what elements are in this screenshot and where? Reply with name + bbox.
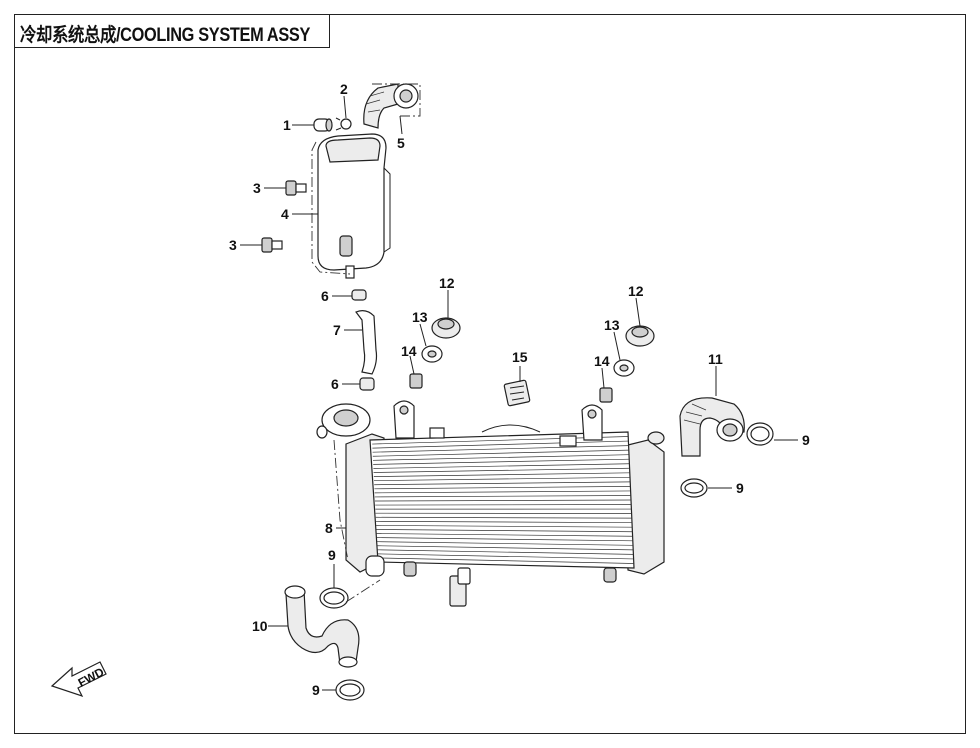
radiator [316,400,665,607]
callout-4: 4 [281,206,289,222]
radiator-fin [372,449,629,457]
mount-12-left [431,317,461,339]
callout-13-left: 13 [412,309,428,325]
drawing-frame [14,14,966,734]
radiator-fin [376,529,633,533]
radiator-fin [376,533,633,537]
radiator-fin [375,516,632,519]
radiator-fin [372,454,630,461]
callout-13-right: 13 [604,317,620,333]
callout-5: 5 [397,135,405,151]
callout-6-upper: 6 [321,288,329,304]
bolt-14-left [409,373,423,389]
coolant-reservoir [311,133,391,279]
collar-13-left [421,345,443,363]
bolt-3-upper [285,180,307,196]
callout-9-lower-right: 9 [736,480,744,496]
radiator-fin [377,553,634,560]
callout-9-upper-right: 9 [802,432,810,448]
callout-9-left: 9 [328,547,336,563]
radiator-fin [373,476,631,482]
clamp-6-upper [351,289,367,301]
radiator-fin [373,458,630,465]
phantom-line-lower [345,579,381,603]
radiator-fin [372,445,629,453]
radiator-fin [377,549,634,555]
callout-6-lower: 6 [331,376,339,392]
callout-12-right: 12 [628,283,644,299]
callout-15: 15 [512,349,528,365]
radiator-fin [374,490,631,494]
callout-2: 2 [340,81,348,97]
radiator-fin [374,486,631,490]
radiator-fin [376,541,634,546]
radiator-fin [376,537,633,542]
radiator-fin [377,557,634,564]
callout-12-left: 12 [439,275,455,291]
radiator-fin [374,495,631,498]
clamp-9-bottom [335,679,365,701]
radiator-fin [373,467,630,473]
radiator-fin [375,520,633,524]
callout-8: 8 [325,520,333,536]
sleeve-1 [313,118,333,132]
callout-3-upper: 3 [253,180,261,196]
radiator-fin [375,504,632,506]
callout-1: 1 [283,117,291,133]
callout-labels: 1 2 3 4 3 5 6 7 6 8 12 13 14 15 12 13 14… [229,81,810,698]
filler-neck [363,83,421,129]
radiator-fin [374,499,632,502]
hose-10 [284,585,360,668]
radiator-fin [373,463,630,469]
clip-2 [335,117,352,131]
collar-13-right [613,359,635,377]
callout-10: 10 [252,618,268,634]
radiator-fin [372,440,629,449]
radiator-fin [376,525,633,528]
bolt-3-lower [261,237,283,253]
callout-14-right: 14 [594,353,610,369]
clamp-9-lower-right [680,478,708,498]
clamp-6-lower [359,377,375,391]
callout-7: 7 [333,322,341,338]
clamp-9-upper-right [746,422,774,446]
page-title: 冷却系统总成/COOLING SYSTEM ASSY [20,25,311,46]
radiator-fin [374,481,631,486]
callout-11: 11 [708,351,723,367]
hose-7 [355,310,378,375]
bolt-14-right [599,387,613,403]
fwd-arrow-icon: FWD [50,661,107,698]
callout-14-left: 14 [401,343,417,359]
callout-9-bottom: 9 [312,682,320,698]
leader-lines [240,95,798,691]
mount-12-right [625,325,655,347]
callout-3-lower: 3 [229,237,237,253]
connector-15 [503,379,531,407]
hose-11 [679,397,745,457]
radiator-fin [377,545,634,551]
clamp-9-lower-left [319,587,349,609]
title-box [14,14,330,48]
radiator-fin [373,472,630,477]
